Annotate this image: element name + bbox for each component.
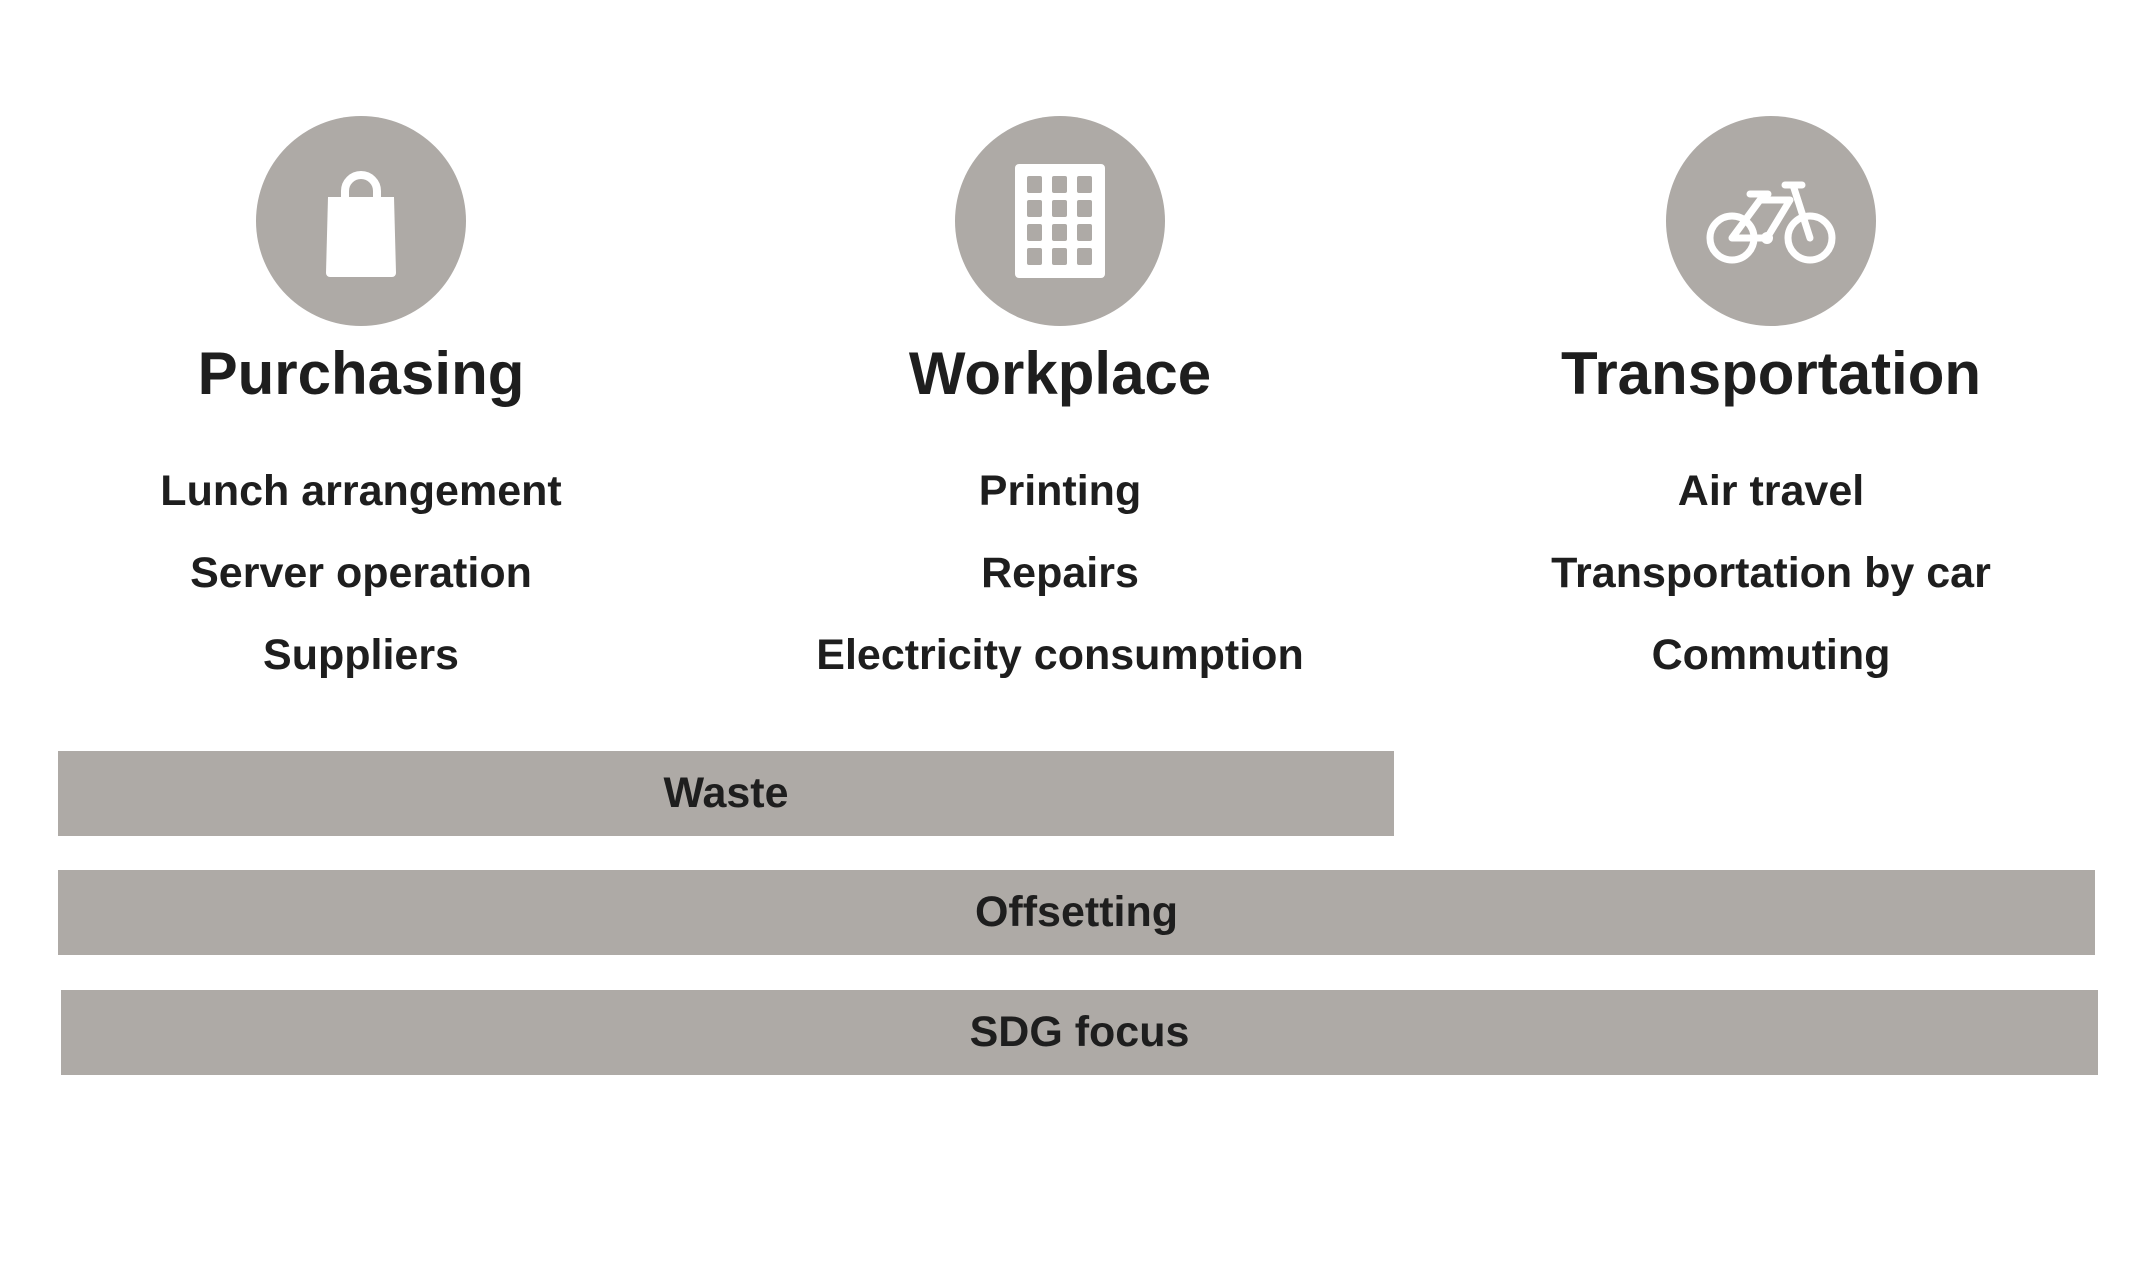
list-item: Transportation by car (1551, 549, 1991, 597)
column-title: Transportation (1560, 340, 1982, 407)
list-item: Server operation (190, 549, 532, 597)
column-workplace: Workplace Printing Repairs Electricity c… (710, 116, 1410, 696)
purchasing-icon-circle (256, 116, 466, 326)
offsetting-bar: Offsetting (58, 870, 2095, 955)
offsetting-bar-label: Offsetting (974, 888, 1179, 936)
list-item: Lunch arrangement (160, 467, 562, 515)
office-building-icon (1015, 164, 1105, 278)
shopping-bag-icon (321, 161, 401, 281)
sdg-focus-bar-label: SDG focus (969, 1008, 1190, 1056)
column-items: Printing Repairs Electricity consumption (816, 450, 1303, 696)
list-item: Suppliers (263, 631, 459, 679)
waste-bar-label: Waste (663, 769, 789, 817)
column-purchasing: Purchasing Lunch arrangement Server oper… (11, 116, 711, 696)
column-items: Lunch arrangement Server operation Suppl… (160, 450, 561, 696)
transportation-icon-circle (1666, 116, 1876, 326)
list-item: Commuting (1651, 631, 1891, 679)
waste-bar: Waste (58, 751, 1394, 836)
column-title: Purchasing (197, 340, 525, 407)
list-item: Repairs (981, 549, 1139, 597)
sdg-focus-bar: SDG focus (61, 990, 2098, 1075)
column-title: Workplace (908, 340, 1212, 407)
bicycle-icon (1705, 175, 1837, 267)
list-item: Electricity consumption (816, 631, 1304, 679)
column-items: Air travel Transportation by car Commuti… (1551, 450, 1991, 696)
workplace-icon-circle (955, 116, 1165, 326)
list-item: Printing (978, 467, 1142, 515)
list-item: Air travel (1677, 467, 1865, 515)
column-transportation: Transportation Air travel Transportation… (1421, 116, 2121, 696)
